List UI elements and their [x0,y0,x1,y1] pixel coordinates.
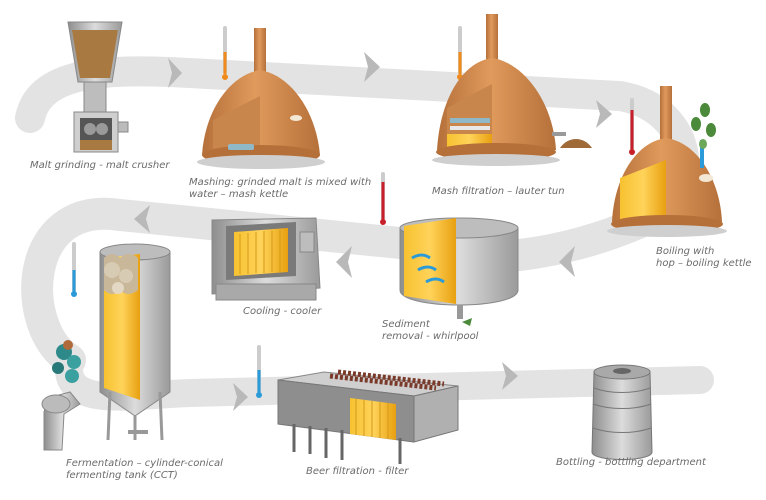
caption-mashing: Mashing: grinded malt is mixed with wate… [189,177,371,201]
arrow-1 [168,58,182,88]
thermometer-icon [222,26,228,80]
caption-line: water – mash kettle [189,189,289,200]
caption-line: Mashing: grinded malt is mixed with [189,177,372,188]
beer-filter-illustration [277,369,459,464]
fermentation-tank-illustration [99,243,171,441]
caption-line: removal - whirlpool [382,331,479,342]
caption-text: Malt grinding - malt crusher [30,160,170,171]
caption-beer-filtration: Beer filtration - filter [306,466,408,478]
arrow-2 [364,52,380,82]
caption-mash-filtration: Mash filtration – lauter tun [432,186,565,198]
keg-illustration [591,364,653,460]
cooler-illustration [211,217,321,301]
malt-crusher-illustration [67,21,129,153]
caption-text: Bottling - bottling department [556,457,706,468]
arrow-7 [233,383,248,411]
caption-text: Beer filtration - filter [306,466,409,477]
arrow-8 [502,362,518,390]
caption-text: Cooling - cooler [243,306,322,317]
caption-boiling: Boiling with hop – boiling kettle [656,246,752,270]
thermometer-icon [256,345,262,398]
caption-line: Fermentation – cylinder-conical [66,458,223,469]
caption-text: Mash filtration – lauter tun [432,186,565,197]
caption-line: Sediment [382,319,430,330]
boiling-kettle-illustration [607,86,727,237]
hop-icon [691,103,716,149]
mash-kettle-illustration [197,28,325,169]
arrow-6 [134,205,150,233]
caption-fermentation: Fermentation – cylinder-conical fermenti… [66,458,223,482]
lauter-tun-illustration [432,14,592,166]
caption-bottling: Bottling - bottling department [556,457,706,469]
arrow-4 [559,246,575,277]
yeast-dispenser-illustration [41,391,81,451]
thermometer-icon [457,26,463,80]
caption-line: Boiling with [656,246,715,257]
yeast-icon [52,340,81,383]
caption-line: fermenting tank (CCT) [66,470,178,481]
flow-arrows [134,52,612,411]
caption-malt-grinding: Malt grinding - malt crusher [30,160,170,172]
thermometer-icon [629,98,635,155]
caption-cooling: Cooling - cooler [243,306,321,318]
thermometer-icon [380,172,386,225]
caption-sediment-removal: Sediment removal - whirlpool [382,319,478,343]
thermometer-icon [71,242,77,297]
arrow-5 [336,246,352,278]
whirlpool-illustration [399,217,519,326]
caption-line: hop – boiling kettle [656,258,752,269]
arrow-3 [596,100,612,128]
thermometer-icons [71,26,635,398]
